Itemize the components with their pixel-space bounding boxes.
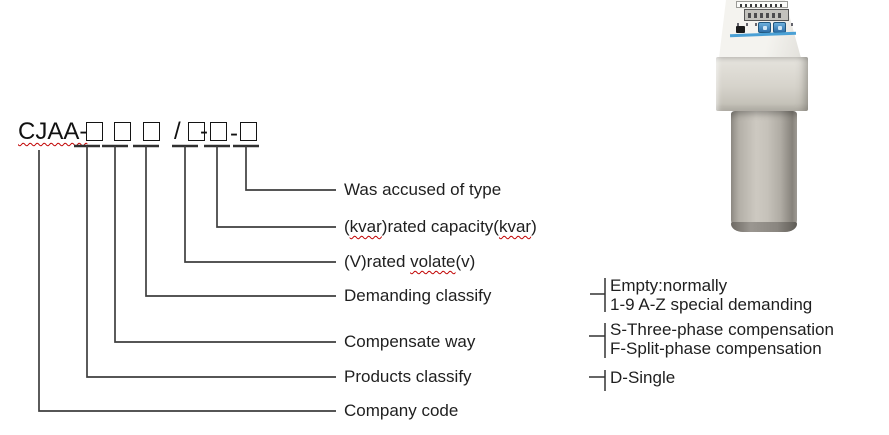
model-code-slash: / [174,118,181,145]
label-compensate-way: Compensate way [344,332,476,351]
connector-compensate-way [114,146,336,343]
label-rated-capacity: (kvar)rated capacity(kvar) [344,217,537,236]
model-code-prefix: CJAA- [18,118,88,145]
connector-company-code [38,150,336,412]
device-lcd-digits [748,12,784,18]
connector-accused-type [245,146,336,191]
model-code-box-6 [240,122,257,141]
product-photo [693,0,863,245]
annotation-line: D-Single [610,368,676,387]
label-rated-voltage: (V)rated volate(v) [344,252,476,271]
device-button-glyph [778,26,782,30]
bracket-demanding-options [590,278,606,312]
device-nameplate-glyphs [740,3,784,7]
annotation-demanding-options: Empty:normally 1-9 A-Z special demanding [610,276,812,314]
connector-rated-voltage [184,146,336,263]
connector-rated-capacity [216,146,336,228]
device-base-rim [731,222,797,232]
model-code-box-3 [143,122,160,141]
device-nameplate [736,1,788,8]
device-lcd-display [744,9,789,21]
label-company-code: Company code [344,401,459,420]
annotation-line: Empty:normally [610,276,728,295]
annotation-line: F-Split-phase compensation [610,339,822,358]
device-cylinder-body [731,111,797,229]
device-collar [716,57,808,111]
device-button-left [758,22,771,33]
model-code-hyphen-2: - [230,120,238,147]
label-accused-type: Was accused of type [344,180,502,199]
model-code-box-2 [114,122,131,141]
device-indicator-window [736,26,745,33]
device-button-glyph [763,26,767,30]
bracket-compensate-options [589,323,606,358]
bracket-products-options [589,370,606,391]
annotation-line: 1-9 A-Z special demanding [610,295,813,314]
label-products-classify: Products classify [344,367,472,386]
model-code-box-5 [210,122,227,141]
annotation-compensate-options: S-Three-phase compensation F-Split-phase… [610,320,834,358]
model-code-box-4 [188,122,205,141]
label-demanding-classify: Demanding classify [344,286,492,305]
connector-demanding-classify [145,146,336,297]
annotation-line: S-Three-phase compensation [610,320,834,339]
model-code-box-1 [86,122,103,141]
connector-products-classify [86,146,336,378]
annotation-products-options: D-Single [610,368,675,387]
model-code-hyphen-1: - [200,118,208,145]
